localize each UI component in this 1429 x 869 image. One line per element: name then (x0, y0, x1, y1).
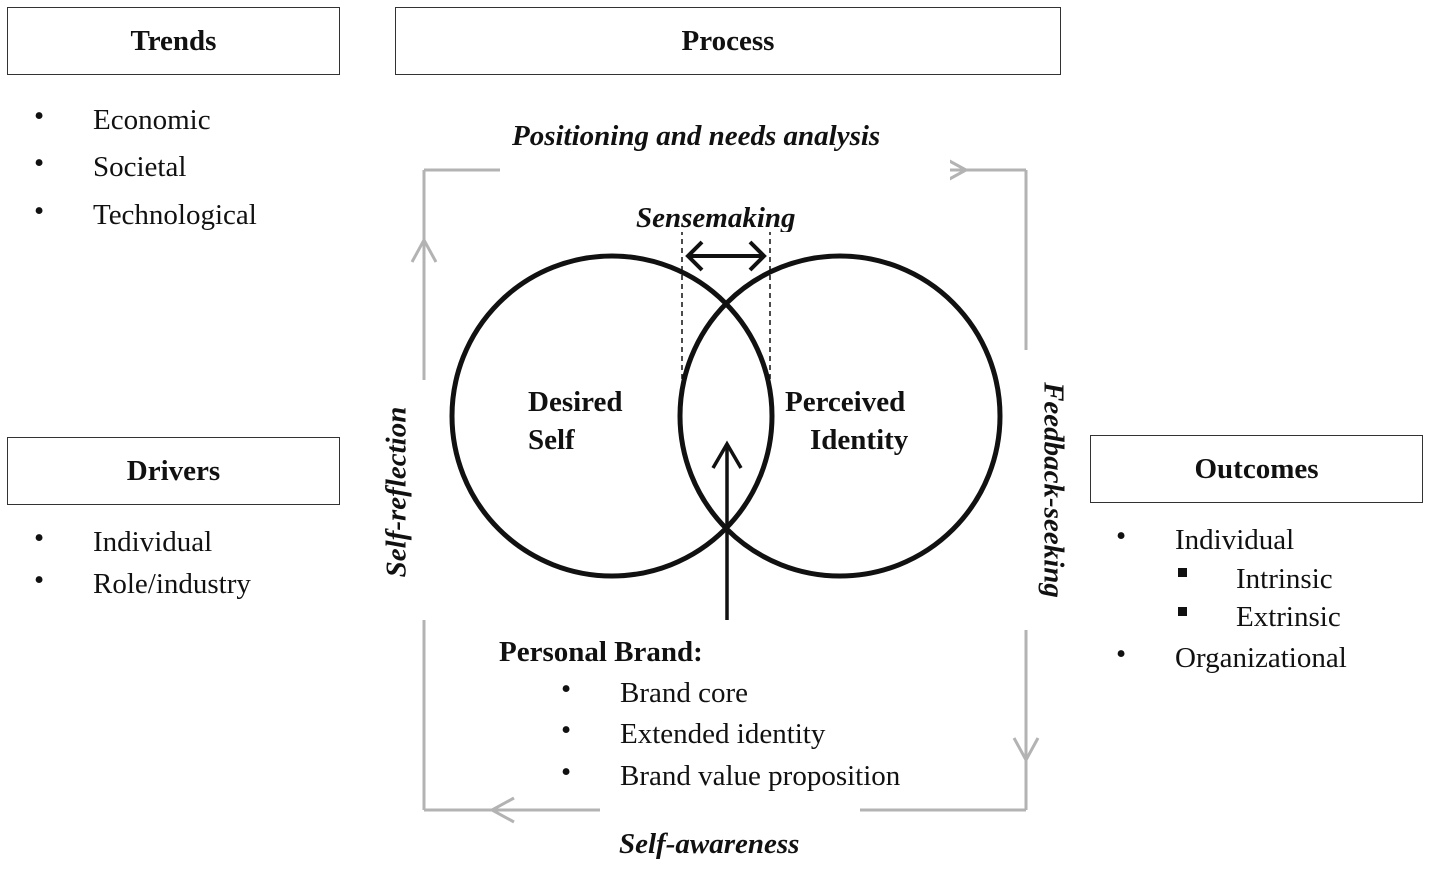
trends-item-societal: Societal (93, 151, 187, 183)
double-arrow-icon (685, 240, 767, 272)
perceived-identity-line1: Perceived (785, 386, 906, 418)
desired-self-label: Desired Self (528, 383, 623, 459)
trends-title: Trends (130, 24, 217, 57)
bullet: • (561, 673, 572, 705)
bullet: • (34, 564, 45, 596)
label-mask (920, 160, 940, 180)
trends-box: Trends (7, 7, 340, 75)
personal-brand-title: Personal Brand: (499, 636, 703, 668)
square-bullet (1178, 568, 1187, 577)
arrow-left-icon (488, 796, 515, 824)
process-box: Process (395, 7, 1061, 75)
square-bullet (1178, 607, 1187, 616)
bullet: • (34, 195, 45, 227)
personal-brand-item-value-prop: Brand value proposition (620, 760, 901, 792)
drivers-item-role-industry: Role/industry (93, 568, 251, 600)
personal-brand-item-extended: Extended identity (620, 718, 826, 750)
outcomes-sub-extrinsic: Extrinsic (1236, 601, 1341, 633)
arrow-right-icon (943, 156, 970, 184)
bullet: • (561, 756, 572, 788)
perceived-identity-label: Perceived Identity (785, 383, 908, 459)
outcomes-box: Outcomes (1090, 435, 1423, 503)
trends-item-technological: Technological (93, 199, 257, 231)
bullet: • (1116, 520, 1127, 552)
positioning-label: Positioning and needs analysis (512, 120, 881, 152)
drivers-title: Drivers (126, 454, 221, 487)
arrow-up-icon (410, 236, 438, 263)
arrow-down-icon (1012, 737, 1040, 764)
bullet: • (561, 714, 572, 746)
perceived-identity-line2: Identity (810, 424, 909, 456)
sensemaking-label: Sensemaking (636, 202, 796, 232)
self-reflection-label: Self-reflection (380, 406, 413, 578)
bullet: • (34, 522, 45, 554)
up-arrow-icon (711, 440, 743, 620)
label-mask (500, 150, 950, 186)
outcomes-title: Outcomes (1194, 452, 1319, 485)
desired-self-circle (449, 253, 775, 579)
label-mask (600, 795, 860, 825)
trends-item-economic: Economic (93, 104, 211, 136)
outcomes-sub-intrinsic: Intrinsic (1236, 563, 1333, 595)
outcomes-item-individual: Individual (1175, 524, 1295, 556)
personal-brand-item-core: Brand core (620, 677, 749, 709)
label-mask (400, 380, 440, 620)
bullet: • (34, 100, 45, 132)
drivers-item-individual: Individual (93, 526, 213, 558)
self-awareness-label: Self-awareness (619, 828, 800, 860)
perceived-identity-circle (677, 253, 1003, 579)
outcomes-item-organizational: Organizational (1175, 642, 1347, 674)
feedback-seeking-label: Feedback-seeking (1037, 382, 1070, 598)
desired-self-line2: Self (528, 424, 575, 456)
label-mask (1010, 350, 1070, 630)
bullet: • (1116, 638, 1127, 670)
desired-self-line1: Desired (528, 386, 623, 418)
process-title: Process (681, 24, 775, 57)
drivers-box: Drivers (7, 437, 340, 505)
bullet: • (34, 147, 45, 179)
